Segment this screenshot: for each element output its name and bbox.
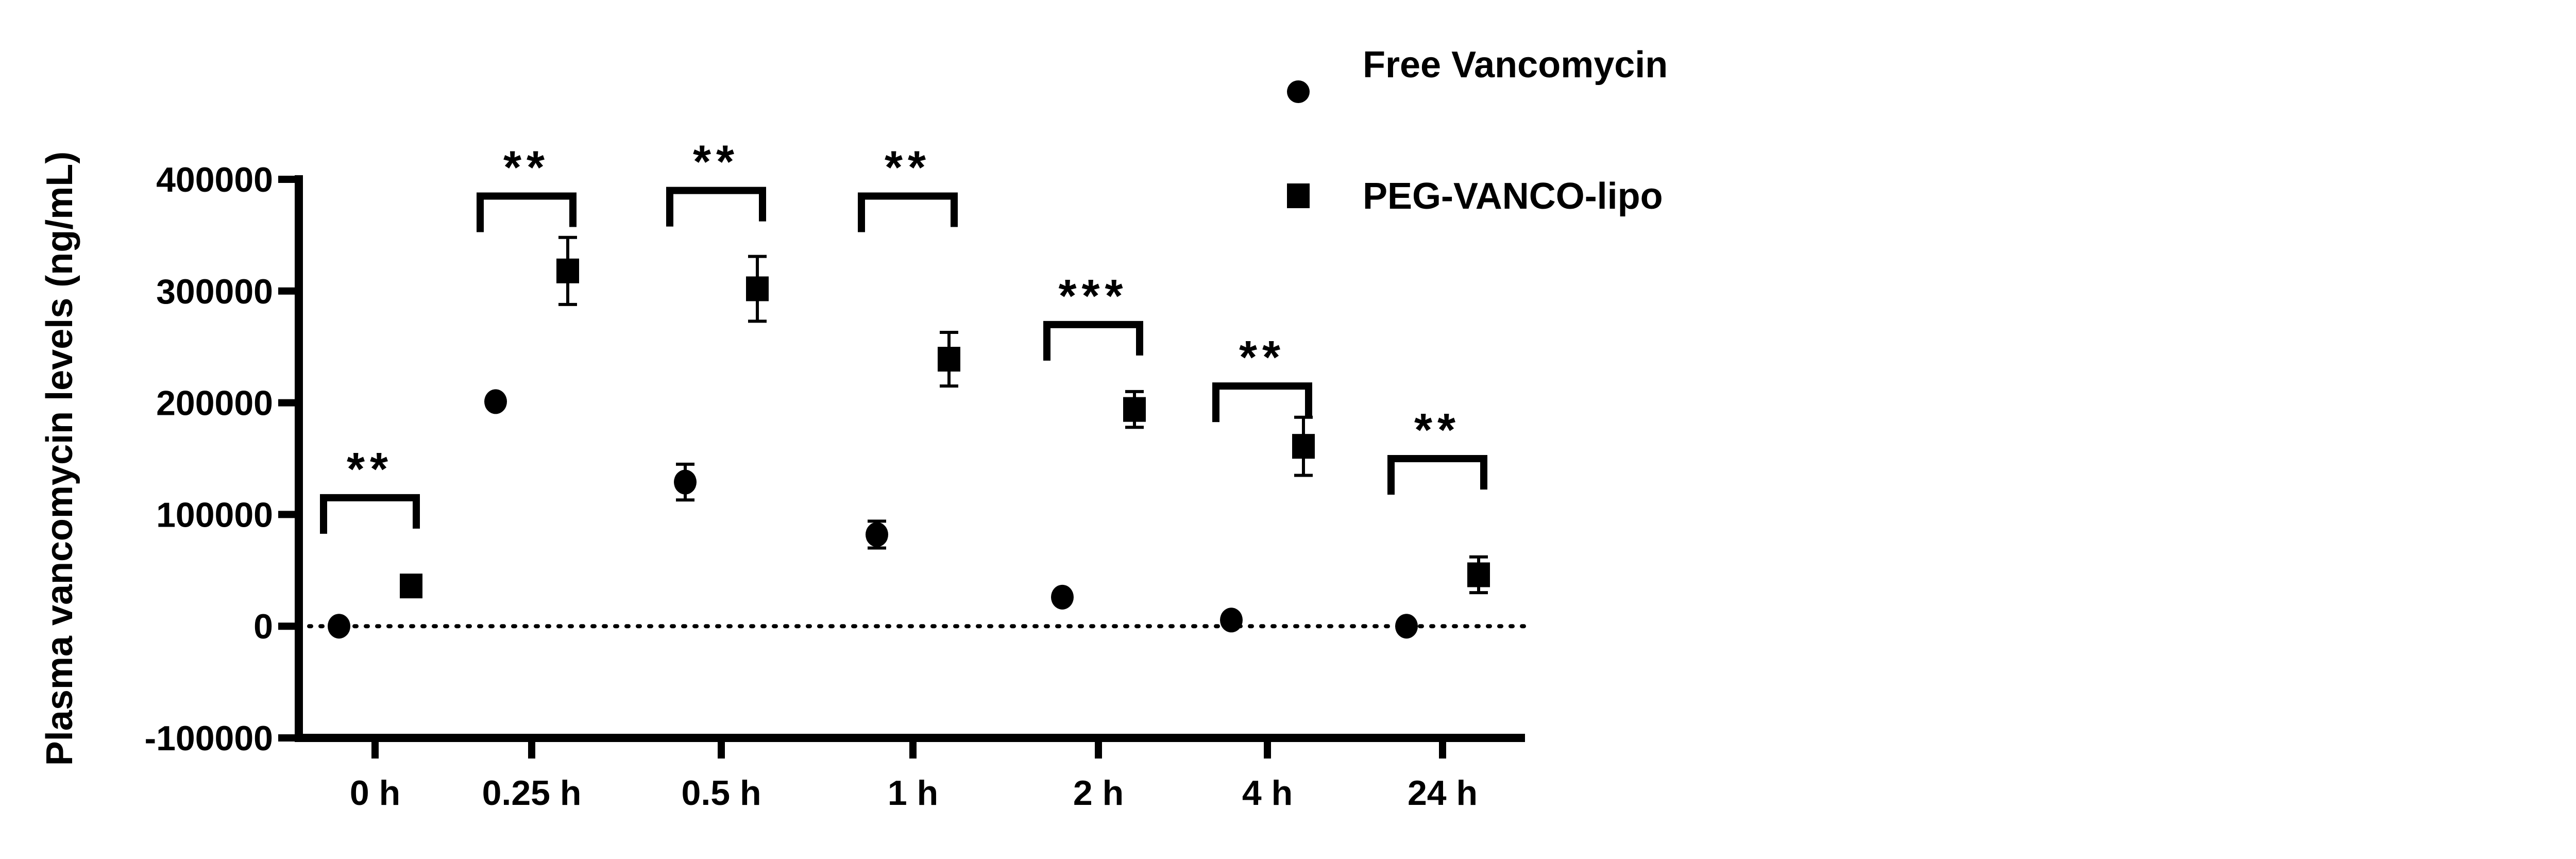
data-point-peg-vanco-lipo <box>556 258 579 283</box>
data-point-free-vancomycin <box>328 614 350 639</box>
data-point-free-vancomycin <box>1220 608 1243 633</box>
y-tick-label: -100000 <box>144 719 273 758</box>
data-point-peg-vanco-lipo <box>1292 434 1315 459</box>
significance-label: ** <box>885 142 931 194</box>
legend-square-icon <box>1287 183 1310 208</box>
x-tick-label: 4 h <box>1242 773 1293 813</box>
significance-bracket <box>477 192 577 232</box>
y-tick-label: 200000 <box>156 384 273 423</box>
significance-bracket <box>1212 382 1312 423</box>
data-point-free-vancomycin <box>674 469 697 495</box>
x-tick-label: 24 h <box>1408 773 1478 813</box>
data-point-free-vancomycin <box>1051 584 1074 610</box>
y-tick-label: 400000 <box>156 160 273 199</box>
data-point-free-vancomycin <box>866 522 888 547</box>
legend-label: Free Vancomycin <box>1363 44 1668 86</box>
data-point-free-vancomycin <box>484 389 507 414</box>
y-axis-label: Plasma vancomycin levels (ng/mL) <box>39 151 80 766</box>
data-point-peg-vanco-lipo <box>938 347 960 372</box>
significance-label: ** <box>1239 332 1285 383</box>
data-point-peg-vanco-lipo <box>746 276 769 301</box>
significance-label: ** <box>347 444 393 495</box>
significance-label: ** <box>503 142 550 194</box>
significance-bracket <box>666 187 766 227</box>
marks: *************** <box>320 137 1490 639</box>
y-tick-label: 300000 <box>156 272 273 311</box>
x-tick-label: 2 h <box>1073 773 1124 813</box>
significance-label: ** <box>1414 405 1461 456</box>
significance-label: ** <box>693 137 739 188</box>
axes: -100000 0 100000 200000 300000 400000 0 h 0.25 … <box>144 160 1527 813</box>
x-tick-label: 1 h <box>888 773 938 813</box>
significance-label: *** <box>1058 271 1128 322</box>
data-point-free-vancomycin <box>1395 614 1418 639</box>
legend-circle-icon <box>1287 80 1310 103</box>
data-point-peg-vanco-lipo <box>1123 397 1146 422</box>
x-tick-label: 0.5 h <box>682 773 761 813</box>
legend-label: PEG-VANCO-lipo <box>1363 176 1663 217</box>
x-tick-label: 0 h <box>350 773 400 813</box>
significance-bracket <box>858 192 958 232</box>
y-tick-label: 100000 <box>156 495 273 534</box>
y-tick-label: 0 <box>253 607 273 646</box>
significance-bracket <box>1387 455 1487 495</box>
data-point-peg-vanco-lipo <box>1467 562 1490 587</box>
significance-bracket <box>1043 321 1143 361</box>
data-point-peg-vanco-lipo <box>400 574 422 599</box>
x-tick-label: 0.25 h <box>482 773 582 813</box>
significance-bracket <box>320 494 420 534</box>
